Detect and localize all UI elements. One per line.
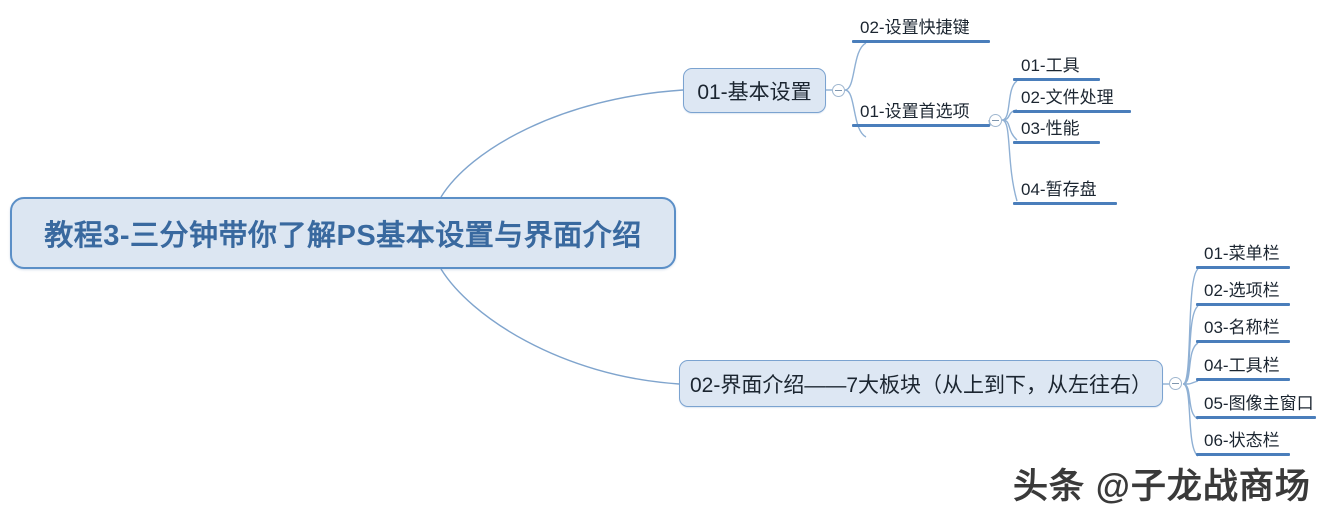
topic-status-bar-label: 06-状态栏 (1204, 431, 1280, 451)
topic-image-main-window-label: 05-图像主窗口 (1204, 394, 1314, 414)
topic-performance-underline (1013, 140, 1100, 144)
topic-tool-bar-label: 04-工具栏 (1204, 356, 1280, 376)
topic-options-bar-underline (1196, 302, 1290, 306)
topic-scratch-disks-label: 04-暂存盘 (1021, 180, 1097, 200)
topic-performance[interactable]: 03-性能 (1013, 113, 1100, 144)
topic-file-handling-underline (1013, 109, 1131, 113)
topic-image-main-window-underline (1196, 415, 1316, 419)
topic-scratch-disks-underline (1013, 201, 1117, 205)
branch-node-ui-intro[interactable]: 02-界面介绍——7大板块（从上到下，从左往右） (679, 360, 1163, 407)
topic-status-bar[interactable]: 06-状态栏 (1196, 425, 1290, 456)
topic-options-bar-label: 02-选项栏 (1204, 281, 1280, 301)
topic-tools-label: 01-工具 (1021, 56, 1080, 76)
root-node[interactable]: 教程3-三分钟带你了解PS基本设置与界面介绍 (10, 197, 676, 269)
branch-node-ui-intro-label: 02-界面介绍——7大板块（从上到下，从左往右） (689, 373, 1153, 397)
topic-scratch-disks[interactable]: 04-暂存盘 (1013, 174, 1117, 205)
topic-name-bar[interactable]: 03-名称栏 (1196, 312, 1290, 343)
topic-shortcut-keys-underline (852, 39, 990, 43)
topic-preferences-label: 01-设置首选项 (860, 102, 970, 122)
topic-menu-bar-label: 01-菜单栏 (1204, 244, 1280, 264)
topic-status-bar-underline (1196, 452, 1290, 456)
topic-menu-bar[interactable]: 01-菜单栏 (1196, 238, 1290, 269)
topic-shortcut-keys-label: 02-设置快捷键 (860, 18, 970, 38)
root-node-label: 教程3-三分钟带你了解PS基本设置与界面介绍 (44, 220, 642, 252)
collapse-toggle-basic-settings[interactable] (832, 84, 845, 97)
topic-shortcut-keys[interactable]: 02-设置快捷键 (852, 8, 990, 43)
topic-name-bar-label: 03-名称栏 (1204, 318, 1280, 338)
topic-performance-label: 03-性能 (1021, 119, 1080, 139)
topic-tools[interactable]: 01-工具 (1013, 50, 1100, 81)
topic-tool-bar[interactable]: 04-工具栏 (1196, 350, 1290, 381)
topic-name-bar-underline (1196, 339, 1290, 343)
topic-file-handling[interactable]: 02-文件处理 (1013, 82, 1131, 113)
watermark-text: 头条 @子龙战商场 (1013, 467, 1311, 506)
topic-image-main-window[interactable]: 05-图像主窗口 (1196, 388, 1316, 419)
collapse-toggle-ui-intro[interactable] (1169, 377, 1182, 390)
topic-preferences-underline (852, 123, 990, 127)
connector-root-to-ui-intro (440, 268, 680, 385)
branch-node-basic-settings[interactable]: 01-基本设置 (683, 68, 826, 113)
branch-node-basic-settings-label: 01-基本设置 (697, 80, 812, 104)
topic-tool-bar-underline (1196, 377, 1290, 381)
topic-tools-underline (1013, 77, 1100, 81)
collapse-toggle-preferences[interactable] (989, 114, 1002, 127)
connector-root-to-basic-settings (440, 89, 684, 198)
topic-options-bar[interactable]: 02-选项栏 (1196, 275, 1290, 306)
topic-preferences[interactable]: 01-设置首选项 (852, 92, 990, 127)
topic-menu-bar-underline (1196, 265, 1290, 269)
topic-file-handling-label: 02-文件处理 (1021, 88, 1114, 108)
